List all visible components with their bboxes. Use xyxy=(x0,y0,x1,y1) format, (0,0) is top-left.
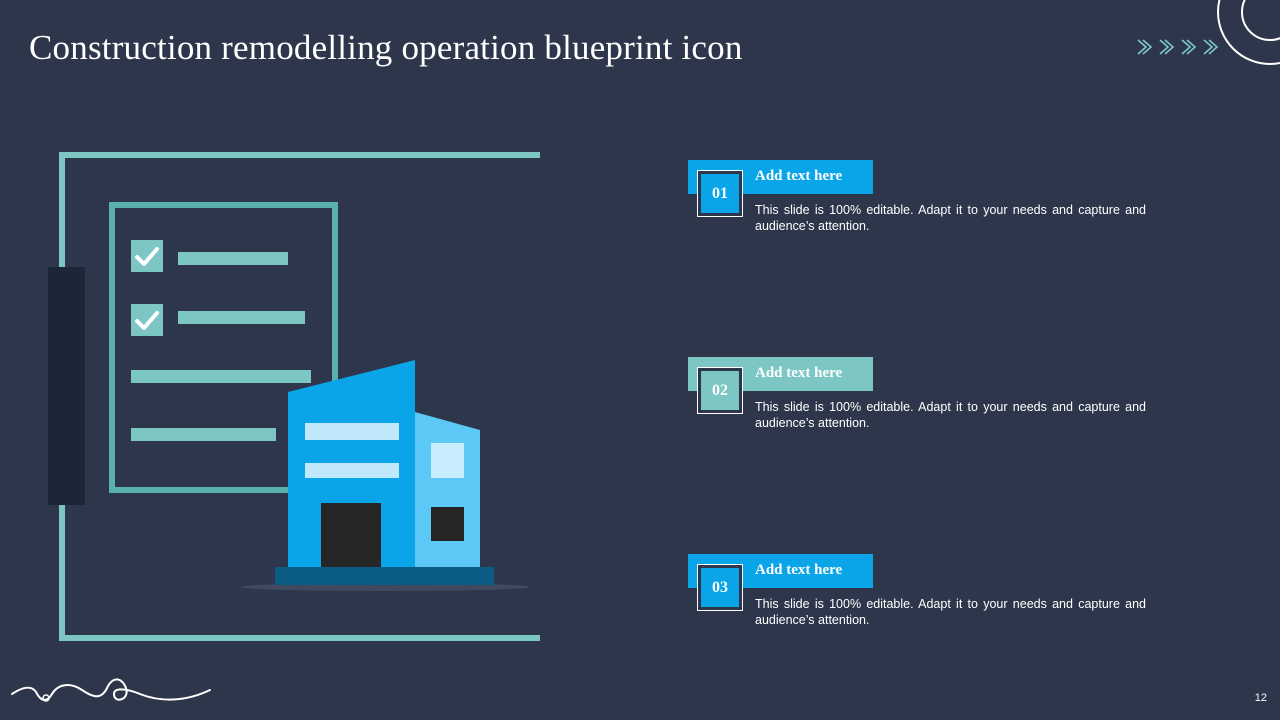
list-item-2: Add text here 02 This slide is 100% edit… xyxy=(688,357,1158,447)
item-heading: Add text here xyxy=(755,365,843,381)
item-description: This slide is 100% editable. Adapt it to… xyxy=(755,203,1146,233)
checkmark-icon xyxy=(131,304,163,336)
item-heading: Add text here xyxy=(755,562,843,578)
item-description: This slide is 100% editable. Adapt it to… xyxy=(755,400,1146,430)
checkmark-icon xyxy=(131,240,163,272)
item-number-frame: 01 xyxy=(697,170,743,217)
item-description: This slide is 100% editable. Adapt it to… xyxy=(755,597,1146,627)
item-number: 03 xyxy=(701,568,739,607)
item-number-frame: 02 xyxy=(697,367,743,414)
item-number: 01 xyxy=(701,174,739,213)
list-item-3: Add text here 03 This slide is 100% edit… xyxy=(688,554,1158,644)
list-item-1: Add text here 01 This slide is 100% edit… xyxy=(688,160,1158,250)
chevron-right-icon xyxy=(1137,39,1219,55)
clipboard-clip xyxy=(48,267,85,505)
building-icon xyxy=(240,360,530,591)
clipboard-icon xyxy=(109,202,338,493)
circle-decoration-icon xyxy=(1217,0,1280,65)
item-heading: Add text here xyxy=(755,168,843,184)
page-number: 12 xyxy=(1254,692,1267,704)
slide-title: Construction remodelling operation bluep… xyxy=(29,28,743,67)
squiggle-decoration-icon xyxy=(11,678,211,702)
item-number-frame: 03 xyxy=(697,564,743,611)
item-number: 02 xyxy=(701,371,739,410)
blueprint-illustration xyxy=(48,152,540,641)
